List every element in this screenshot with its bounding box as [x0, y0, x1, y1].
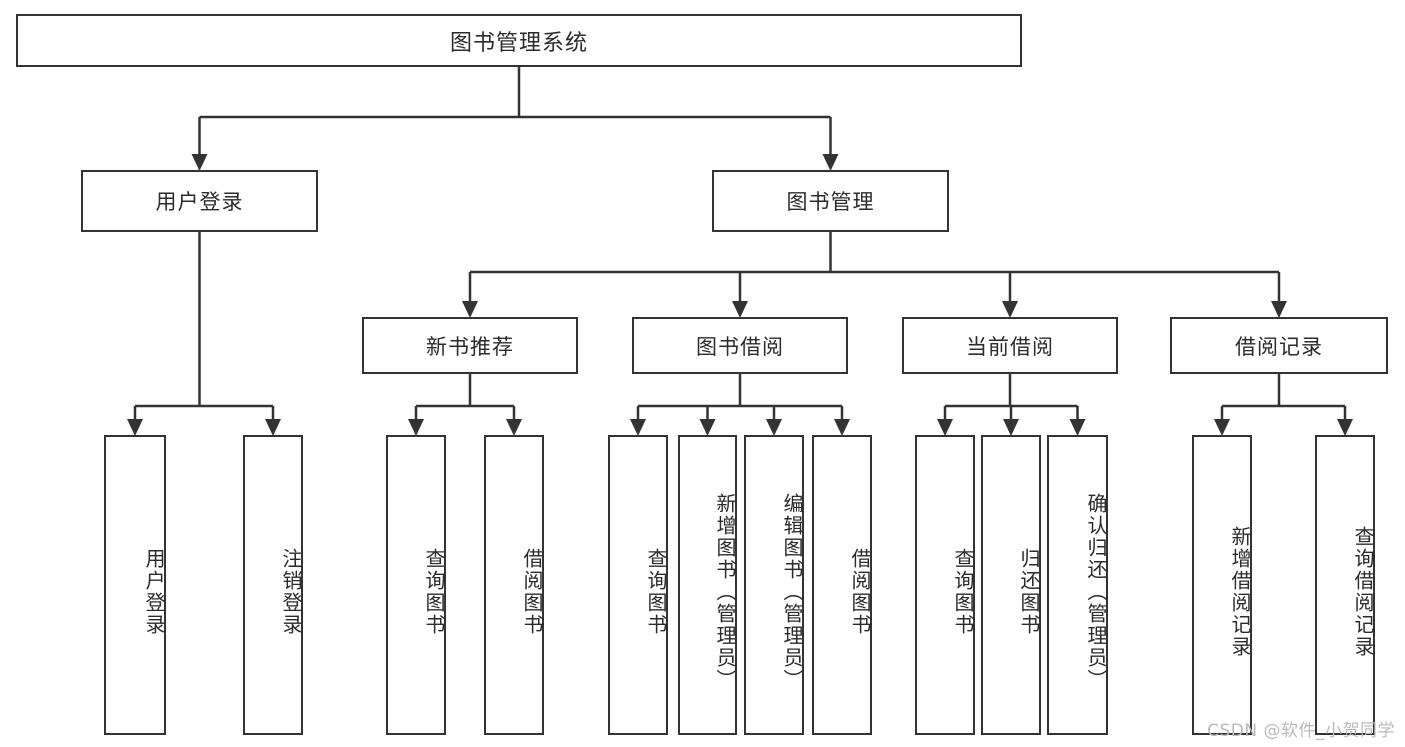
edge-group-book-borrow	[630, 374, 850, 436]
watermark: CSDN @软件_小贺同学	[1207, 721, 1395, 741]
node-leaf-query-book-2[interactable]: 查询图书	[608, 435, 668, 735]
node-leaf-query-book-3[interactable]: 查询图书	[915, 435, 975, 735]
edge-group-current-borrow	[937, 374, 1086, 436]
node-leaf-confirm-return[interactable]: 确认归还（管理员）	[1047, 435, 1108, 735]
node-user-login[interactable]: 用户登录	[81, 170, 318, 232]
edge-group-book-manage	[462, 232, 1287, 318]
node-current-borrow[interactable]: 当前借阅	[902, 317, 1118, 374]
node-new-book-rec[interactable]: 新书推荐	[362, 317, 578, 374]
edge-group-new-book-rec	[408, 374, 522, 436]
node-book-manage[interactable]: 图书管理	[712, 170, 949, 232]
node-book-borrow[interactable]: 图书借阅	[632, 317, 848, 374]
edge-group-borrow-record	[1214, 374, 1353, 436]
node-leaf-user-login[interactable]: 用户登录	[104, 435, 166, 735]
node-leaf-query-book-1[interactable]: 查询图书	[386, 435, 446, 735]
node-leaf-return-book[interactable]: 归还图书	[981, 435, 1041, 735]
node-leaf-borrow-book-1[interactable]: 借阅图书	[484, 435, 544, 735]
node-borrow-record[interactable]: 借阅记录	[1170, 317, 1388, 374]
node-leaf-edit-book[interactable]: 编辑图书（管理员）	[744, 435, 804, 735]
node-leaf-logout[interactable]: 注销登录	[243, 435, 303, 735]
node-leaf-add-book[interactable]: 新增图书（管理员）	[678, 435, 737, 735]
node-leaf-query-record[interactable]: 查询借阅记录	[1315, 435, 1375, 735]
node-leaf-borrow-book-2[interactable]: 借阅图书	[812, 435, 872, 735]
edge-group-user-login	[127, 232, 281, 436]
node-root[interactable]: 图书管理系统	[16, 14, 1022, 67]
edge-group-root	[191, 67, 839, 171]
node-leaf-add-record[interactable]: 新增借阅记录	[1192, 435, 1252, 735]
